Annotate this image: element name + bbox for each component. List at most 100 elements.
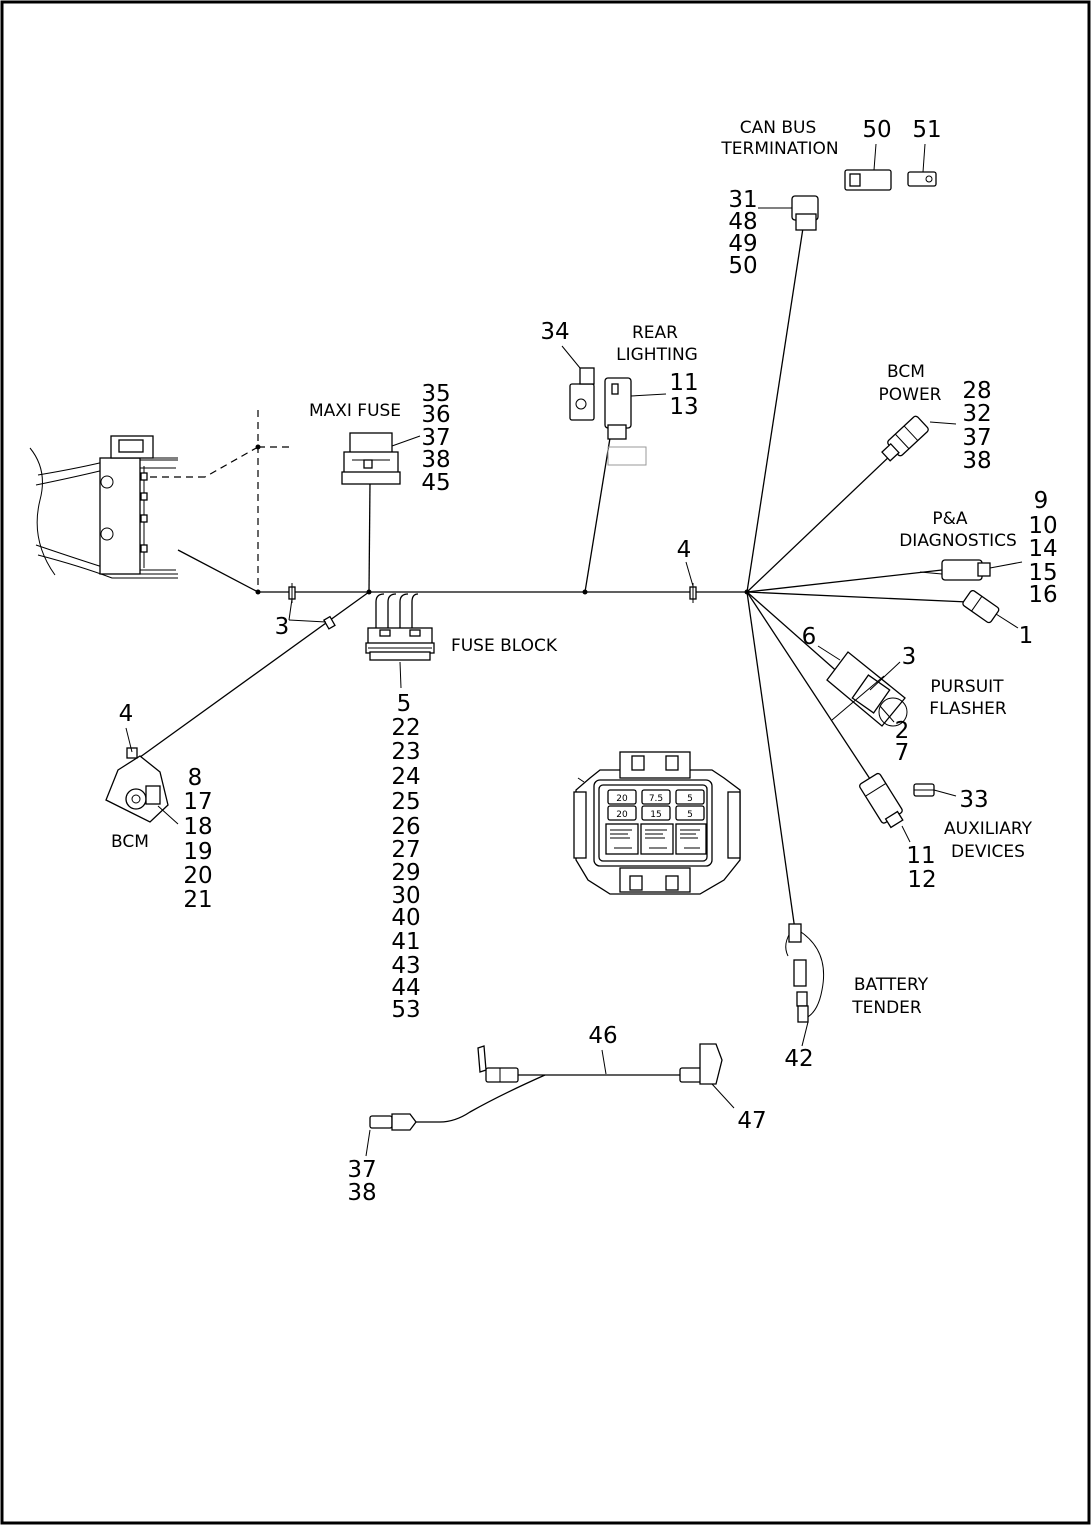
callout-leader-lines [125,143,1023,1157]
svg-text:30: 30 [391,883,420,909]
callout-lower-harness: 37 38 [347,1157,376,1206]
pa-diagnostics-connector [919,559,991,581]
auxiliary-devices-connector [859,772,904,829]
svg-text:LIGHTING: LIGHTING [616,345,698,365]
callout-3-flasher: 3 [902,644,917,670]
callout-34: 34 [540,319,569,345]
svg-text:48: 48 [728,209,757,235]
caption-pursuit-flasher: PURSUIT FLASHER [929,677,1007,719]
svg-text:25: 25 [391,789,420,815]
callout-33: 33 [959,787,988,813]
svg-text:TENDER: TENDER [851,998,922,1018]
svg-text:AUXILIARY: AUXILIARY [944,819,1033,839]
maxi-fuse-connector [341,432,401,485]
fuse-block-detail-view: 20 7.5 5 20 15 5 [573,751,741,895]
svg-text:POWER: POWER [879,385,942,405]
caption-maxi-fuse: MAXI FUSE [309,401,401,421]
svg-text:29: 29 [391,860,420,886]
callout-pursuit-flasher: 2 7 [895,718,910,766]
svg-text:37: 37 [962,425,991,451]
fuse-rating: 5 [687,794,693,804]
can-bus-connector [791,195,819,231]
fuse-rating: 7.5 [649,794,663,804]
callout-1: 1 [1019,623,1034,649]
callout-46: 46 [588,1023,617,1049]
caption-can-bus-termination: CAN BUS TERMINATION [720,118,838,159]
rear-lighting-connector [604,377,632,440]
fuse-rating: 15 [650,810,661,820]
callout-42: 42 [784,1046,813,1072]
callout-3-main: 3 [275,614,290,640]
svg-text:18: 18 [183,814,212,840]
caption-fuse-block: FUSE BLOCK [451,636,558,656]
svg-text:27: 27 [391,837,420,863]
svg-text:CAN BUS: CAN BUS [740,118,817,138]
fuse-rating: 20 [616,794,628,804]
svg-text:31: 31 [728,187,757,213]
svg-text:38: 38 [962,448,991,474]
svg-text:44: 44 [391,975,420,1001]
svg-text:FLASHER: FLASHER [929,699,1007,719]
svg-text:13: 13 [669,394,698,420]
svg-text:36: 36 [421,402,450,428]
svg-text:45: 45 [421,470,450,496]
callout-bcm: 8 17 18 19 20 21 [183,765,212,913]
callout-auxiliary-devices: 11 12 [906,843,936,893]
can-terminator-50 [844,169,892,191]
svg-text:TERMINATION: TERMINATION [720,139,838,159]
svg-text:23: 23 [391,739,420,765]
fuse-rating: 20 [616,810,628,820]
bcm-power-connector [881,415,929,462]
svg-text:17: 17 [183,789,212,815]
mounting-reference-lines [150,410,292,592]
svg-text:DIAGNOSTICS: DIAGNOSTICS [899,531,1017,551]
svg-text:12: 12 [907,867,936,893]
svg-text:28: 28 [962,378,991,404]
svg-text:P&A: P&A [932,509,968,529]
svg-text:5: 5 [397,691,412,717]
connector-34-bracket [569,367,595,421]
svg-text:21: 21 [183,887,212,913]
svg-text:14: 14 [1028,536,1057,562]
fuse-rating: 5 [687,810,693,820]
callout-maxi-fuse: 35 36 37 38 45 [421,381,450,496]
svg-text:7: 7 [895,740,910,766]
svg-text:38: 38 [421,447,450,473]
svg-text:BCM: BCM [887,362,925,382]
harness-clip [323,615,336,630]
svg-text:9: 9 [1034,488,1049,514]
caption-auxiliary-devices: AUXILIARY DEVICES [944,819,1033,862]
callout-pa-diagnostics: 9 10 14 15 16 [1028,488,1057,608]
svg-text:35: 35 [421,381,450,407]
svg-text:22: 22 [391,715,420,741]
svg-text:10: 10 [1028,513,1057,539]
caption-battery-tender: BATTERY TENDER [851,975,929,1018]
svg-text:53: 53 [391,997,420,1023]
svg-text:11: 11 [669,370,698,396]
caption-bcm-power: BCM POWER [879,362,942,405]
pursuit-flasher-module [826,651,908,727]
callout-4-main: 4 [677,537,692,563]
svg-text:15: 15 [1028,560,1057,586]
battery-tender-lead [785,923,825,1023]
svg-text:38: 38 [347,1180,376,1206]
svg-text:REAR: REAR [632,323,678,343]
callout-rear-lighting: 11 13 [669,370,698,420]
svg-text:24: 24 [391,764,420,790]
svg-text:16: 16 [1028,582,1057,608]
svg-text:19: 19 [183,839,212,865]
frame-bracket [29,435,178,579]
caption-rear-lighting: REAR LIGHTING [616,323,698,365]
pa-diagnostics-plug [962,589,1000,624]
svg-text:37: 37 [347,1157,376,1183]
callout-can-connector: 31 48 49 50 [728,187,757,279]
cap-33 [913,783,935,797]
svg-text:26: 26 [391,814,420,840]
callout-bcm-power: 28 32 37 38 [962,378,991,474]
svg-text:37: 37 [421,425,450,451]
callout-4-bcm: 4 [119,701,134,727]
callout-6: 6 [802,624,817,650]
harness-clip [689,583,697,603]
can-terminator-51 [907,171,937,187]
